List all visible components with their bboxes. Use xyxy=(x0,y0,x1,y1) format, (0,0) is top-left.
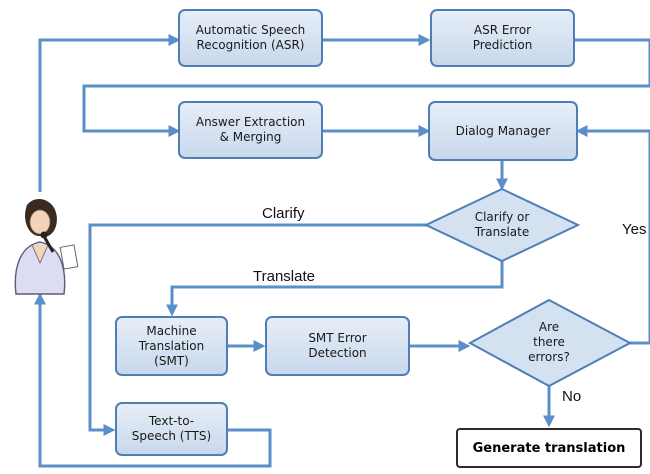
person-speaking-into-microphone-icon xyxy=(14,199,79,295)
answer-extraction-box: Answer Extraction & Merging xyxy=(178,101,323,159)
are-there-errors-diamond xyxy=(467,298,633,388)
tts-to-user-arrow xyxy=(34,292,272,468)
generate-translation-box: Generate translation xyxy=(456,428,642,468)
are-there-errors-text: Are there errors? xyxy=(528,320,570,364)
machine-translation-box: Machine Translation (SMT) xyxy=(115,316,228,376)
clarify-label: Clarify xyxy=(262,205,305,222)
no-label: No xyxy=(562,388,582,405)
translate-to-smt-arrow xyxy=(166,261,504,317)
smt-error-detection-box: SMT Error Detection xyxy=(265,316,410,376)
translate-label: Translate xyxy=(253,268,315,285)
asr-error-prediction-box: ASR Error Prediction xyxy=(430,9,575,67)
user-to-asr-arrow xyxy=(38,34,181,192)
tts-box: Text-to- Speech (TTS) xyxy=(115,402,228,456)
clarify-to-tts-arrow xyxy=(88,223,427,436)
clarify-or-translate-text: Clarify or Translate xyxy=(474,210,530,239)
clarify-or-translate-diamond xyxy=(423,187,581,263)
error-prediction-to-answer-extraction-arrow xyxy=(82,38,650,137)
yes-loop-to-dialog-arrow xyxy=(575,125,650,343)
dialog-manager-box: Dialog Manager xyxy=(428,101,578,161)
asr-box: Automatic Speech Recognition (ASR) xyxy=(178,9,323,67)
yes-label: Yes xyxy=(622,221,647,238)
